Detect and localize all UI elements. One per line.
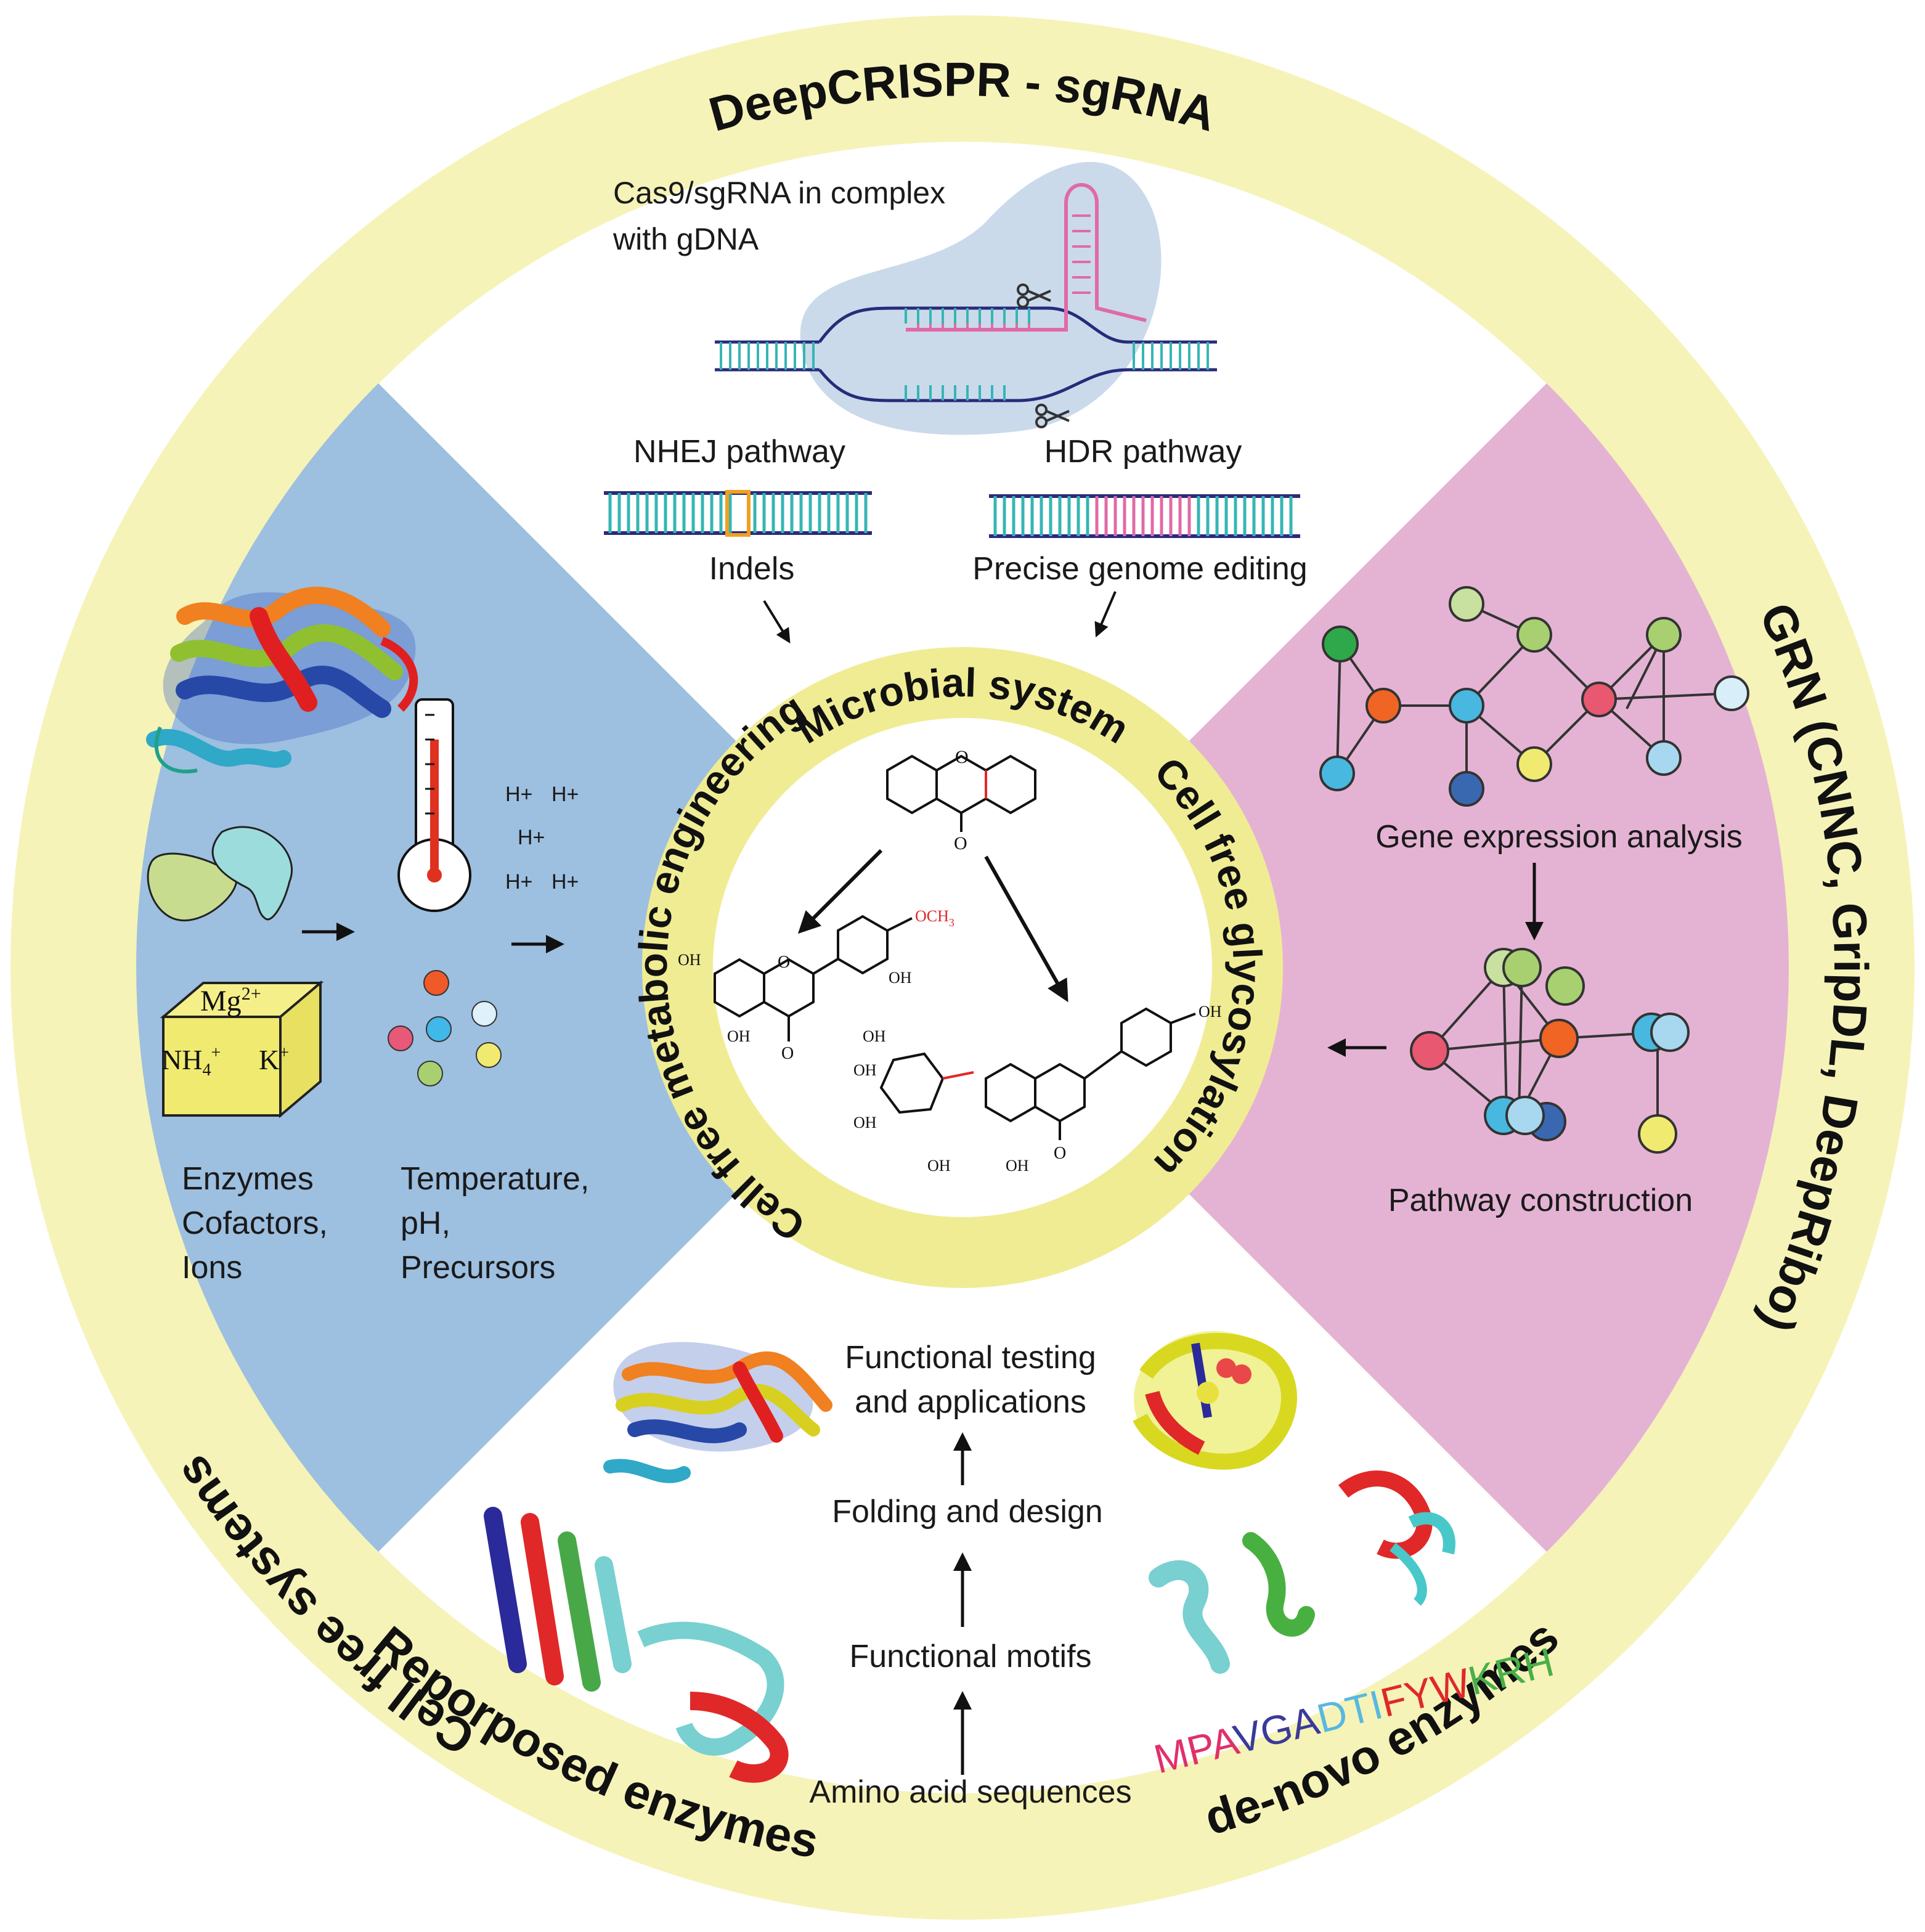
scissors-icon xyxy=(1017,283,1051,308)
cube-nh4: NH4+ xyxy=(161,1043,221,1080)
motifs-label: Functional motifs xyxy=(849,1639,1091,1674)
precise-arrow xyxy=(1094,591,1117,638)
flavone-molecule xyxy=(886,754,1036,832)
glyco-oh-1: OH xyxy=(863,1027,886,1045)
glyco-oh-6: OH xyxy=(1199,1003,1222,1021)
svg-text:H+: H+ xyxy=(551,870,579,894)
svg-text:pH,: pH, xyxy=(401,1205,450,1241)
grn-sector xyxy=(962,383,1789,1552)
flavone-o: O xyxy=(955,747,969,767)
acacetin-oh-1: OH xyxy=(678,951,701,969)
gene-expression-label: Gene expression analysis xyxy=(1375,819,1742,855)
thermometer-icon xyxy=(397,698,471,912)
glyco-oh-3: OH xyxy=(853,1114,877,1131)
precise-label: Precise genome editing xyxy=(972,551,1307,587)
indels-arrow xyxy=(763,600,791,644)
protein-structure-bottom xyxy=(603,1342,832,1483)
amino-label: Amino acid sequences xyxy=(809,1774,1131,1810)
crispr-complex xyxy=(715,161,1217,435)
acacetin-oh-2: OH xyxy=(727,1027,751,1045)
svg-text:Temperature,: Temperature, xyxy=(401,1161,589,1197)
flavone-keto-o: O xyxy=(954,833,967,854)
och3-label: OCH3 xyxy=(915,907,954,929)
glycoside-molecule xyxy=(879,1007,1196,1140)
center-disk xyxy=(713,718,1212,1217)
beta-sheet-protein xyxy=(484,1507,789,1783)
enzyme-shapes xyxy=(147,826,293,921)
precursor-dots xyxy=(388,970,502,1086)
protein-helices xyxy=(1149,1532,1315,1674)
hdr-dna xyxy=(989,494,1300,538)
temperature-text: Temperature, pH, Precursors xyxy=(401,1161,589,1286)
glyco-keto-o: O xyxy=(1054,1144,1066,1163)
glyco-oh-5: OH xyxy=(1006,1157,1029,1175)
arrow-to-flavanone xyxy=(984,855,1068,1003)
complex-label-2: with gDNA xyxy=(612,222,759,256)
acacetin-keto-o: O xyxy=(781,1044,794,1063)
cube-mg: Mg2+ xyxy=(200,984,261,1017)
pathway-network xyxy=(1410,948,1690,1154)
svg-text:H+: H+ xyxy=(518,826,545,849)
nhej-dna xyxy=(604,490,872,537)
protein-structure-red xyxy=(1338,1470,1455,1606)
svg-text:H+: H+ xyxy=(505,870,532,894)
arrow-to-flavone-a xyxy=(797,849,883,934)
glyco-oh-4: OH xyxy=(927,1157,951,1175)
ion-labels: H+ H+ H+ H+ H+ xyxy=(505,783,579,894)
svg-text:Ions: Ions xyxy=(182,1250,242,1286)
acacetin-oh-3: OH xyxy=(889,969,912,987)
svg-text:Precursors: Precursors xyxy=(401,1250,555,1286)
nhej-label: NHEJ pathway xyxy=(633,434,845,470)
svg-text:H+: H+ xyxy=(505,783,532,806)
svg-text:Enzymes: Enzymes xyxy=(182,1161,314,1197)
hdr-label: HDR pathway xyxy=(1044,434,1242,470)
protein-structure xyxy=(146,587,418,773)
svg-text:Cofactors,: Cofactors, xyxy=(182,1205,328,1241)
protein-structure-yellow xyxy=(1133,1331,1297,1470)
scissors-icon xyxy=(1035,404,1070,428)
indels-label: Indels xyxy=(709,551,795,587)
complex-label-1: Cas9/sgRNA in complex xyxy=(613,176,945,210)
ion-cube: Mg2+ NH4+ K+ xyxy=(160,980,324,1119)
functional-testing-2: and applications xyxy=(855,1384,1086,1420)
gene-network xyxy=(1319,586,1749,807)
pathway-label: Pathway construction xyxy=(1388,1183,1693,1218)
functional-testing-1: Functional testing xyxy=(845,1340,1096,1376)
enzymes-text: Enzymes Cofactors, Ions xyxy=(182,1161,328,1286)
svg-text:H+: H+ xyxy=(551,783,579,806)
glyco-oh-2: OH xyxy=(853,1061,877,1079)
acacetin-o: O xyxy=(778,953,790,972)
cube-k: K+ xyxy=(259,1043,289,1075)
acacetin-molecule xyxy=(714,915,913,1041)
folding-label: Folding and design xyxy=(832,1494,1102,1530)
